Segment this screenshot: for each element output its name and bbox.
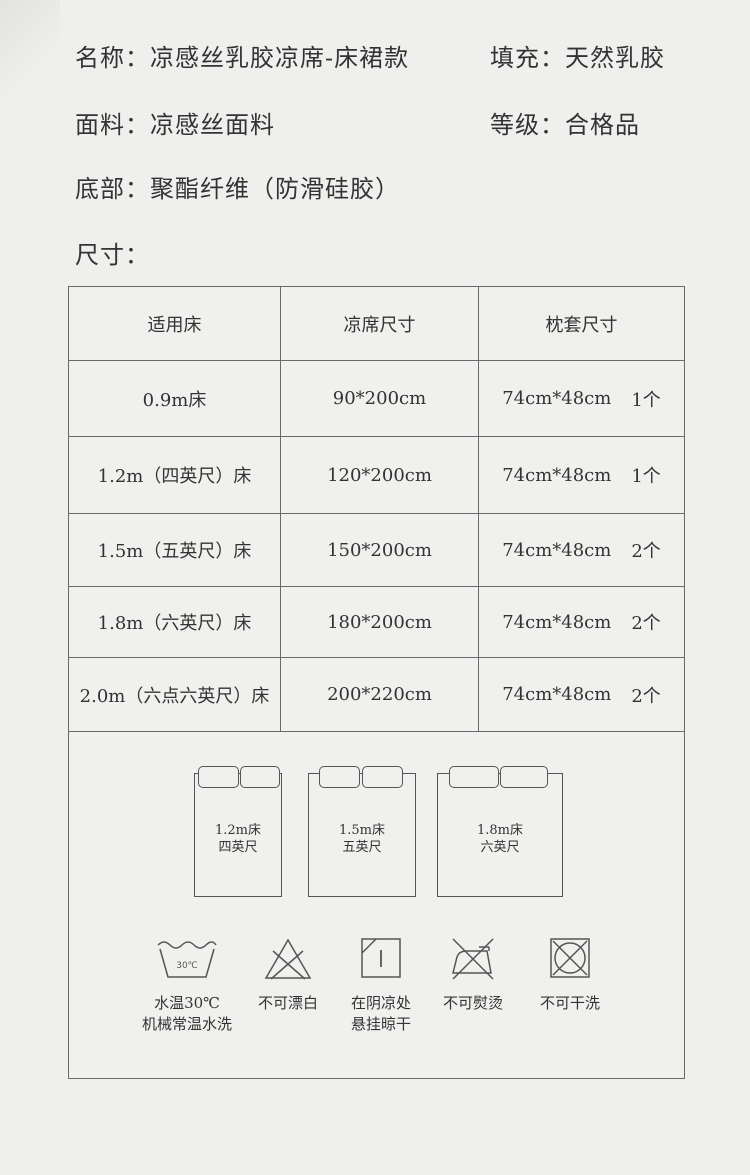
cell-mat-size: 200*220cm — [281, 658, 479, 731]
cell-mat-size: 90*200cm — [281, 361, 479, 436]
pillow-icon — [198, 766, 239, 788]
header-pillow-size: 枕套尺寸 — [545, 314, 618, 336]
cell-bed: 1.5m（五英尺）床 — [69, 514, 281, 586]
care-line-dry-shade: 在阴凉处 悬挂晾干 — [326, 937, 436, 1035]
cell-bed: 0.9m床 — [69, 361, 281, 436]
size-label: 尺寸： — [75, 241, 150, 269]
cell-pillow-size: 74cm*48cm — [502, 611, 612, 633]
table-row: 1.8m（六英尺）床 180*200cm 74cm*48cm 2个 — [69, 587, 684, 658]
bed-diagram-1-2m: 1.2m床 四英尺 — [194, 766, 282, 897]
product-fabric: 面料：凉感丝面料 — [75, 111, 275, 139]
cell-bed: 2.0m（六点六英尺）床 — [69, 658, 281, 731]
cell-pillow-qty: 2个 — [631, 541, 661, 562]
care-no-iron: 不可熨烫 — [418, 937, 528, 1014]
table-header-row: 适用床 凉席尺寸 枕套尺寸 — [69, 287, 684, 361]
table-row: 2.0m（六点六英尺）床 200*220cm 74cm*48cm 2个 — [69, 658, 684, 732]
bed-label: 1.2m床 四英尺 — [214, 823, 261, 855]
size-table: 适用床 凉席尺寸 枕套尺寸 0.9m床 90*200cm 74cm*48cm 1个… — [68, 286, 685, 1079]
cell-pillow-qty: 1个 — [631, 389, 661, 411]
table-row: 1.2m（四英尺）床 120*200cm 74cm*48cm 1个 — [69, 437, 684, 514]
cell-pillow: 74cm*48cm 1个 — [479, 437, 684, 513]
pillow-icon — [319, 766, 360, 788]
line-dry-shade-icon — [361, 938, 401, 978]
cell-pillow: 74cm*48cm 2个 — [479, 658, 684, 731]
product-bottom: 底部：聚酯纤维（防滑硅胶） — [75, 175, 400, 203]
pillow-icon — [449, 766, 499, 788]
product-name: 名称：凉感丝乳胶凉席-床裙款 — [75, 44, 410, 72]
bed-diagram-1-5m: 1.5m床 五英尺 — [308, 766, 416, 897]
product-grade: 等级：合格品 — [490, 111, 640, 139]
product-filling: 填充：天然乳胶 — [490, 44, 665, 72]
cell-pillow-size: 74cm*48cm — [502, 684, 612, 705]
header-bed: 适用床 — [69, 287, 281, 360]
care-label: 水温30℃ 机械常温水洗 — [141, 994, 232, 1033]
pillow-icon — [240, 766, 280, 788]
bed-label: 1.5m床 五英尺 — [338, 823, 385, 855]
no-bleach-icon — [264, 938, 312, 980]
cell-bed: 1.2m（四英尺）床 — [69, 437, 281, 513]
care-label: 在阴凉处 悬挂晾干 — [350, 994, 411, 1033]
cell-mat-size: 150*200cm — [281, 514, 479, 586]
pillow-icon — [362, 766, 403, 788]
care-no-dry-clean: 不可干洗 — [515, 937, 625, 1014]
cell-pillow: 74cm*48cm 2个 — [479, 514, 684, 586]
cell-pillow-size: 74cm*48cm — [502, 464, 612, 486]
cell-mat-size: 180*200cm — [281, 587, 479, 657]
table-row: 1.5m（五英尺）床 150*200cm 74cm*48cm 2个 — [69, 514, 684, 587]
header-mat-size: 凉席尺寸 — [281, 287, 479, 360]
cell-pillow-qty: 2个 — [631, 685, 661, 707]
cell-pillow-qty: 2个 — [631, 613, 661, 634]
diagram-area: 1.2m床 四英尺 1.5m床 五英尺 1.8m床 六英尺 — [69, 731, 684, 1079]
cell-bed: 1.8m（六英尺）床 — [69, 587, 281, 657]
bed-label: 1.8m床 六英尺 — [476, 823, 523, 855]
bed-diagram-1-8m: 1.8m床 六英尺 — [437, 766, 563, 897]
cell-pillow: 74cm*48cm 2个 — [479, 587, 684, 657]
care-label: 不可干洗 — [539, 994, 600, 1012]
pillow-icon — [500, 766, 548, 788]
cell-pillow-size: 74cm*48cm — [502, 388, 612, 409]
wash-temp: 30℃ — [176, 961, 198, 971]
care-no-bleach: 不可漂白 — [233, 937, 343, 1014]
no-iron-icon — [452, 938, 494, 980]
cell-pillow-qty: 1个 — [631, 466, 661, 487]
cell-pillow-size: 74cm*48cm — [502, 539, 612, 561]
corner-decoration — [0, 0, 60, 95]
wash-30-icon: 30℃ — [157, 941, 217, 978]
cell-pillow: 74cm*48cm 1个 — [479, 361, 684, 436]
no-dry-clean-icon — [550, 938, 590, 978]
care-label: 不可漂白 — [257, 994, 318, 1012]
table-row: 0.9m床 90*200cm 74cm*48cm 1个 — [69, 361, 684, 437]
care-wash: 30℃ 水温30℃ 机械常温水洗 — [132, 937, 242, 1035]
cell-mat-size: 120*200cm — [281, 437, 479, 513]
care-label: 不可熨烫 — [442, 994, 503, 1012]
